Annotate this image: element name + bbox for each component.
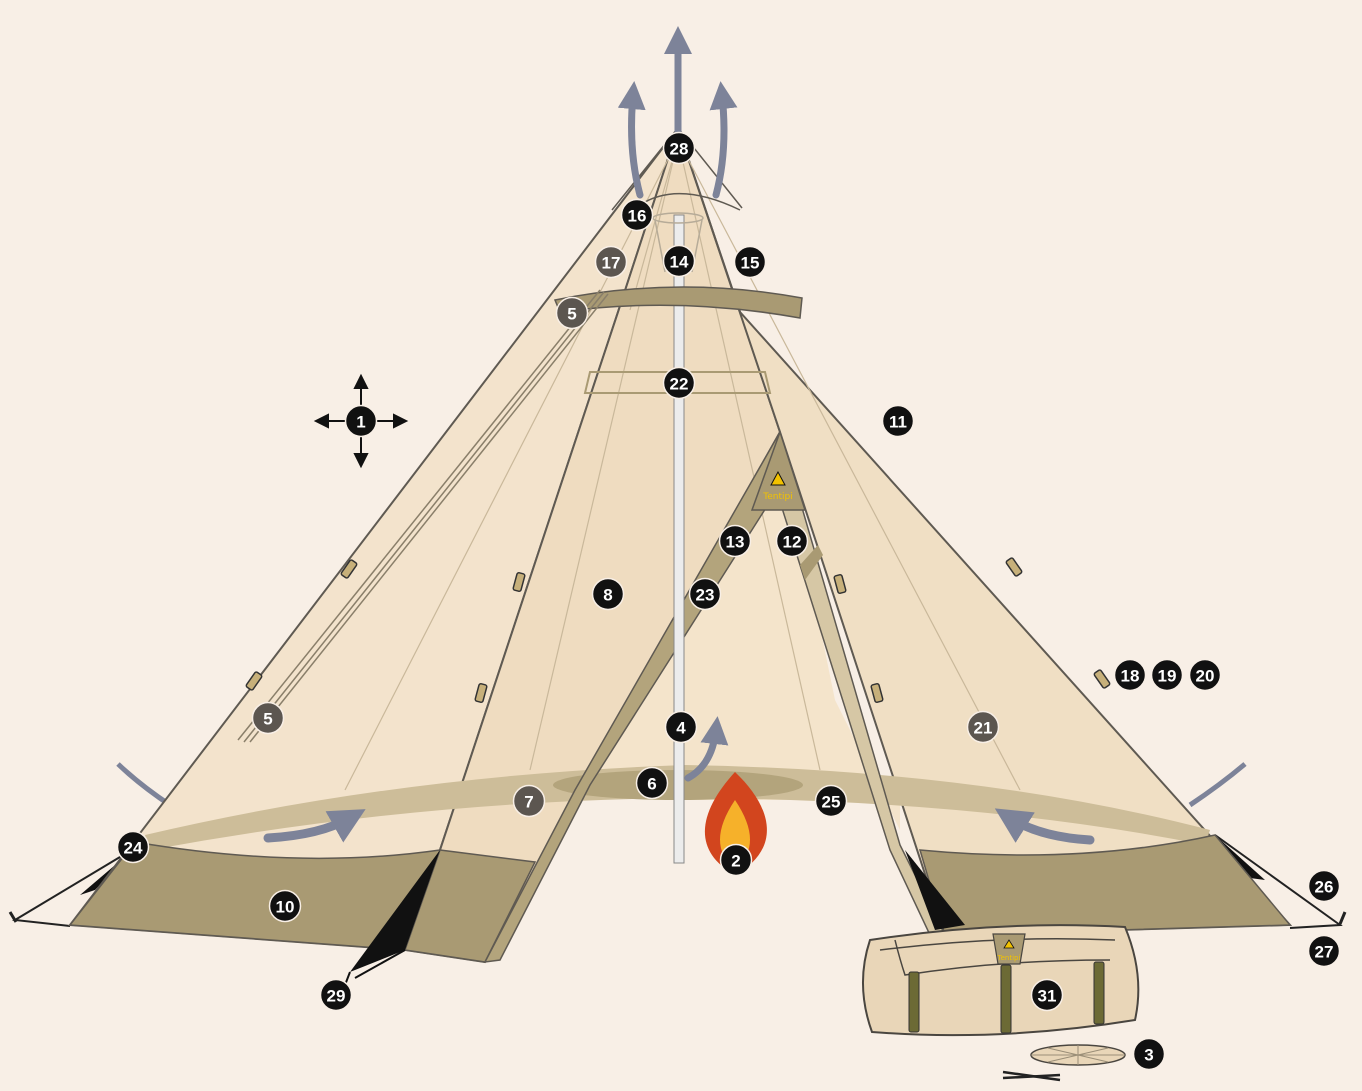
marker-label: 19 <box>1158 667 1177 686</box>
marker-label: 28 <box>670 140 689 159</box>
marker-label: 2 <box>731 852 740 871</box>
marker-label: 23 <box>696 586 715 605</box>
marker-label: 26 <box>1315 878 1334 897</box>
marker-label: 18 <box>1121 667 1140 686</box>
marker-10: 10 <box>270 891 301 922</box>
marker-label: 24 <box>124 839 143 858</box>
marker-label: 17 <box>602 254 621 273</box>
marker-label: 8 <box>603 586 612 605</box>
carry-bag: Tentipi <box>863 925 1138 1035</box>
marker-7: 7 <box>514 786 545 817</box>
marker-21: 21 <box>968 712 999 743</box>
marker-label: 5 <box>567 305 576 324</box>
marker-16: 16 <box>622 200 653 231</box>
marker-label: 13 <box>726 533 745 552</box>
marker-label: 6 <box>647 775 656 794</box>
marker-label: 21 <box>974 719 993 738</box>
marker-label: 22 <box>670 375 689 394</box>
marker-label: 16 <box>628 207 647 226</box>
marker-label: 25 <box>822 793 841 812</box>
marker-label: 15 <box>741 254 760 273</box>
marker-label: 3 <box>1144 1046 1153 1065</box>
peg-icon <box>1340 912 1345 924</box>
marker-label: 5 <box>263 710 272 729</box>
peg-icon <box>1003 1072 1060 1080</box>
marker-label: 10 <box>276 898 295 917</box>
marker-20: 20 <box>1190 660 1221 691</box>
marker-6: 6 <box>637 768 668 799</box>
marker-1: 1 <box>346 406 377 437</box>
brand-text: Tentipi <box>762 492 792 502</box>
marker-24: 24 <box>118 832 149 863</box>
airflow-arrow-icon <box>1190 764 1245 805</box>
marker-5: 5 <box>557 298 588 329</box>
marker-12: 12 <box>777 526 808 557</box>
marker-19: 19 <box>1152 660 1183 691</box>
marker-25: 25 <box>816 786 847 817</box>
marker-28: 28 <box>664 133 695 164</box>
marker-label: 1 <box>356 413 365 432</box>
marker-label: 31 <box>1038 987 1057 1006</box>
marker-label: 4 <box>676 719 686 738</box>
marker-3: 3 <box>1134 1039 1165 1070</box>
marker-14: 14 <box>664 246 695 277</box>
marker-label: 27 <box>1315 943 1334 962</box>
marker-label: 29 <box>327 987 346 1006</box>
marker-18: 18 <box>1115 660 1146 691</box>
marker-label: 14 <box>670 253 689 272</box>
marker-label: 11 <box>889 413 907 432</box>
marker-11: 11 <box>883 406 914 437</box>
marker-label: 12 <box>783 533 802 552</box>
airflow-arrow-icon <box>118 764 170 805</box>
marker-label: 7 <box>524 793 533 812</box>
ground-sheet-icon <box>1031 1045 1125 1065</box>
marker-15: 15 <box>735 247 766 278</box>
marker-23: 23 <box>690 579 721 610</box>
marker-5: 5 <box>253 703 284 734</box>
marker-27: 27 <box>1309 936 1340 967</box>
marker-4: 4 <box>666 712 697 743</box>
tent-pole <box>674 215 684 863</box>
marker-label: 20 <box>1196 667 1215 686</box>
brand-text: Tentipi <box>997 954 1021 962</box>
marker-29: 29 <box>321 980 352 1011</box>
marker-17: 17 <box>596 247 627 278</box>
marker-26: 26 <box>1309 871 1340 902</box>
marker-31: 31 <box>1032 980 1063 1011</box>
marker-2: 2 <box>721 845 752 876</box>
marker-22: 22 <box>664 368 695 399</box>
marker-13: 13 <box>720 526 751 557</box>
marker-8: 8 <box>593 579 624 610</box>
